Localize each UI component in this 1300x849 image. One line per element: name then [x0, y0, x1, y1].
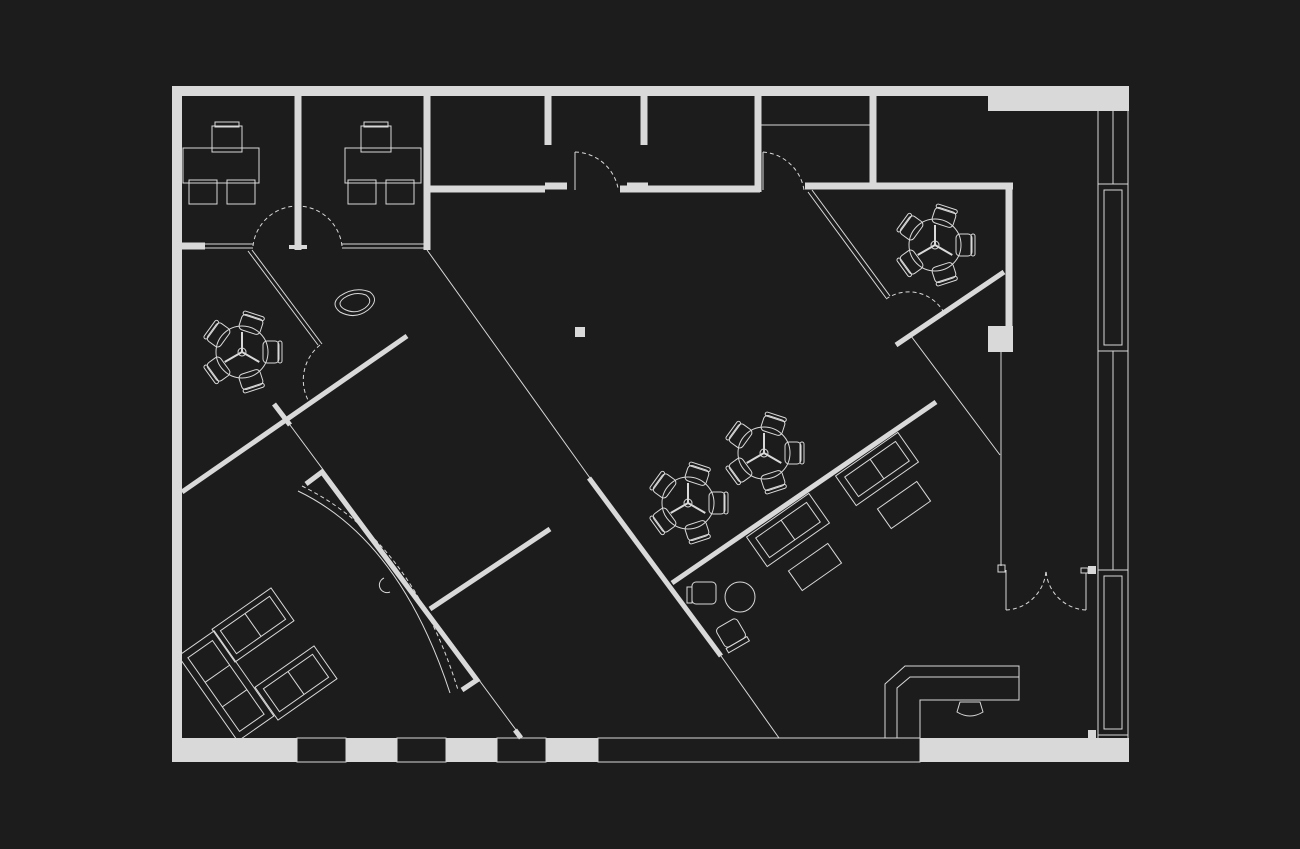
chair: [684, 461, 711, 486]
reception-desk: [884, 665, 1020, 738]
chair: [784, 441, 805, 465]
angled-partitions: [180, 189, 1006, 740]
chair: [760, 470, 787, 495]
chair: [955, 233, 976, 257]
column-marker: [575, 327, 585, 337]
east-window-wall: [1088, 111, 1129, 738]
chair: [931, 203, 958, 228]
chair: [649, 507, 677, 536]
round-table-2: [896, 203, 976, 287]
doors: [252, 151, 1089, 611]
chair: [760, 411, 787, 436]
round-tables: [203, 203, 976, 545]
chair: [725, 420, 753, 449]
curved-partition: [297, 468, 481, 694]
chair: [896, 249, 924, 278]
round-table-3: [649, 461, 729, 545]
chair: [708, 491, 729, 515]
small-table-shape: [334, 289, 375, 316]
office-2-furniture: [344, 121, 422, 205]
chair: [238, 369, 265, 394]
office-1-furniture: [182, 121, 260, 205]
chair: [725, 457, 753, 486]
chair: [896, 212, 924, 241]
lounge-sofas-west: [177, 587, 338, 742]
chair: [649, 470, 677, 499]
chair: [238, 310, 265, 335]
exterior-walls: [172, 86, 1129, 763]
chair: [684, 520, 711, 545]
chair: [262, 340, 283, 364]
chair: [203, 356, 231, 385]
north-partitions: [182, 96, 1013, 352]
round-table-1: [203, 310, 283, 394]
chair: [931, 262, 958, 287]
round-table-4: [725, 411, 805, 495]
lounge-sofas-east: [686, 431, 932, 654]
chair: [203, 319, 231, 348]
